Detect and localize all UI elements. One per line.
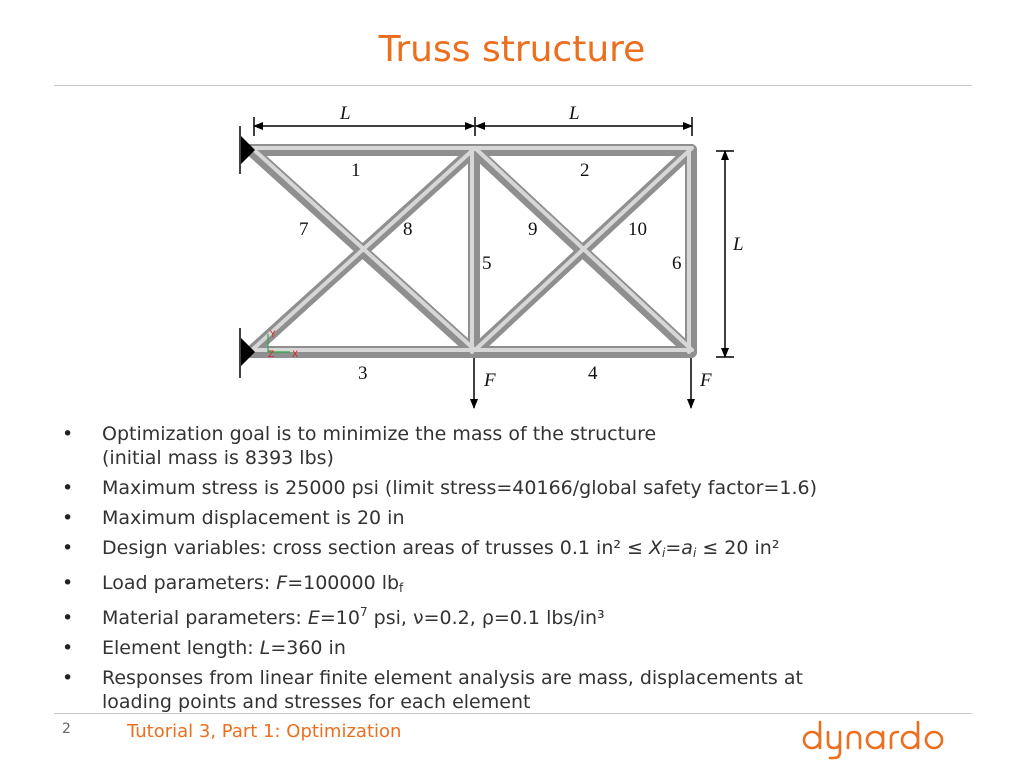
member-label-5: 5 — [482, 253, 492, 274]
math-sup: 7 — [360, 605, 368, 619]
bullet-text: loading points and stresses for each ele… — [102, 691, 531, 713]
bullet-value: =10 — [319, 607, 360, 629]
force-label-1: F — [483, 370, 496, 391]
math-var: L — [259, 637, 271, 659]
bullet-text: Optimization goal is to minimize the mas… — [102, 423, 657, 445]
bullet-item: • Load parameters: F=100000 lbf — [60, 571, 980, 600]
bullet-list: • Optimization goal is to minimize the m… — [60, 422, 980, 720]
bullet-text: Element length: — [102, 637, 260, 659]
member-label-1: 1 — [351, 160, 361, 181]
slide-title: Truss structure — [378, 29, 646, 70]
bullet-dot: • — [62, 423, 74, 445]
member-label-9: 9 — [528, 219, 538, 240]
coordinate-axes: Y Z X — [267, 330, 298, 360]
title-divider — [54, 85, 972, 86]
force-label-2: F — [699, 370, 712, 391]
bullet-dot: • — [62, 477, 74, 499]
truss-members — [245, 144, 697, 358]
bullet-text: (initial mass is 8393 lbs) — [102, 447, 334, 469]
truss-diagram: Y Z X L L L 1 2 3 4 5 6 7 8 9 10 F F — [239, 103, 744, 409]
bullet-text: ≤ 20 in² — [696, 537, 780, 559]
bullet-item: • Material parameters: E=107 psi, ν=0.2,… — [60, 606, 980, 630]
footer-divider — [54, 713, 972, 714]
member-label-4: 4 — [588, 363, 598, 384]
bullet-item: • Maximum displacement is 20 in — [60, 506, 980, 530]
force-arrows — [470, 358, 695, 409]
bullet-text: Maximum displacement is 20 in — [102, 507, 405, 529]
member-label-2: 2 — [580, 160, 590, 181]
member-label-6: 6 — [672, 253, 682, 274]
math-var: F — [276, 572, 288, 594]
math-eq: = — [665, 537, 682, 559]
member-label-8: 8 — [403, 219, 413, 240]
bullet-text: Design variables: cross section areas of… — [102, 537, 649, 559]
bullet-dot: • — [62, 507, 74, 529]
bullet-text: Maximum stress is 25000 psi (limit stres… — [102, 477, 817, 499]
member-label-3: 3 — [358, 363, 368, 384]
dimension-label-top-right: L — [568, 103, 580, 124]
bullet-item: • Optimization goal is to minimize the m… — [60, 422, 980, 470]
footer-title: Tutorial 3, Part 1: Optimization — [127, 721, 402, 742]
bullet-item: • Design variables: cross section areas … — [60, 536, 980, 565]
bullet-dot: • — [62, 572, 74, 594]
axis-z-label: Z — [268, 350, 274, 360]
math-var: X — [648, 537, 663, 559]
axis-y-label: Y — [269, 330, 276, 340]
page-number: 2 — [62, 721, 71, 737]
bullet-dot: • — [62, 637, 74, 659]
bullet-text: Load parameters: — [102, 572, 277, 594]
bullet-text: Responses from linear finite element ana… — [102, 667, 803, 689]
math-var: a — [681, 537, 693, 559]
bullet-text: Material parameters: — [102, 607, 308, 629]
pin-supports — [239, 126, 255, 378]
math-var: E — [307, 607, 320, 629]
math-sub: f — [399, 581, 404, 595]
member-label-7: 7 — [299, 219, 309, 240]
math-sub: i — [692, 546, 697, 560]
bullet-value: =100000 lb — [287, 572, 400, 594]
bullet-dot: • — [62, 537, 74, 559]
bullet-dot: • — [62, 667, 74, 689]
dimension-lines — [253, 117, 734, 358]
axis-x-label: X — [292, 350, 298, 360]
member-label-10: 10 — [628, 219, 647, 240]
bullet-dot: • — [62, 607, 74, 629]
bullet-item: • Responses from linear finite element a… — [60, 666, 980, 714]
dimension-label-right: L — [732, 234, 744, 255]
bullet-value: =360 in — [270, 637, 346, 659]
bullet-item: • Element length: L=360 in — [60, 636, 980, 660]
math-sub: i — [662, 546, 666, 560]
bullet-item: • Maximum stress is 25000 psi (limit str… — [60, 476, 980, 500]
dynardo-logo: dynardo — [802, 720, 944, 760]
bullet-text: psi, ν=0.2, ρ=0.1 lbs/in³ — [367, 607, 605, 629]
dimension-label-top-left: L — [339, 103, 351, 124]
